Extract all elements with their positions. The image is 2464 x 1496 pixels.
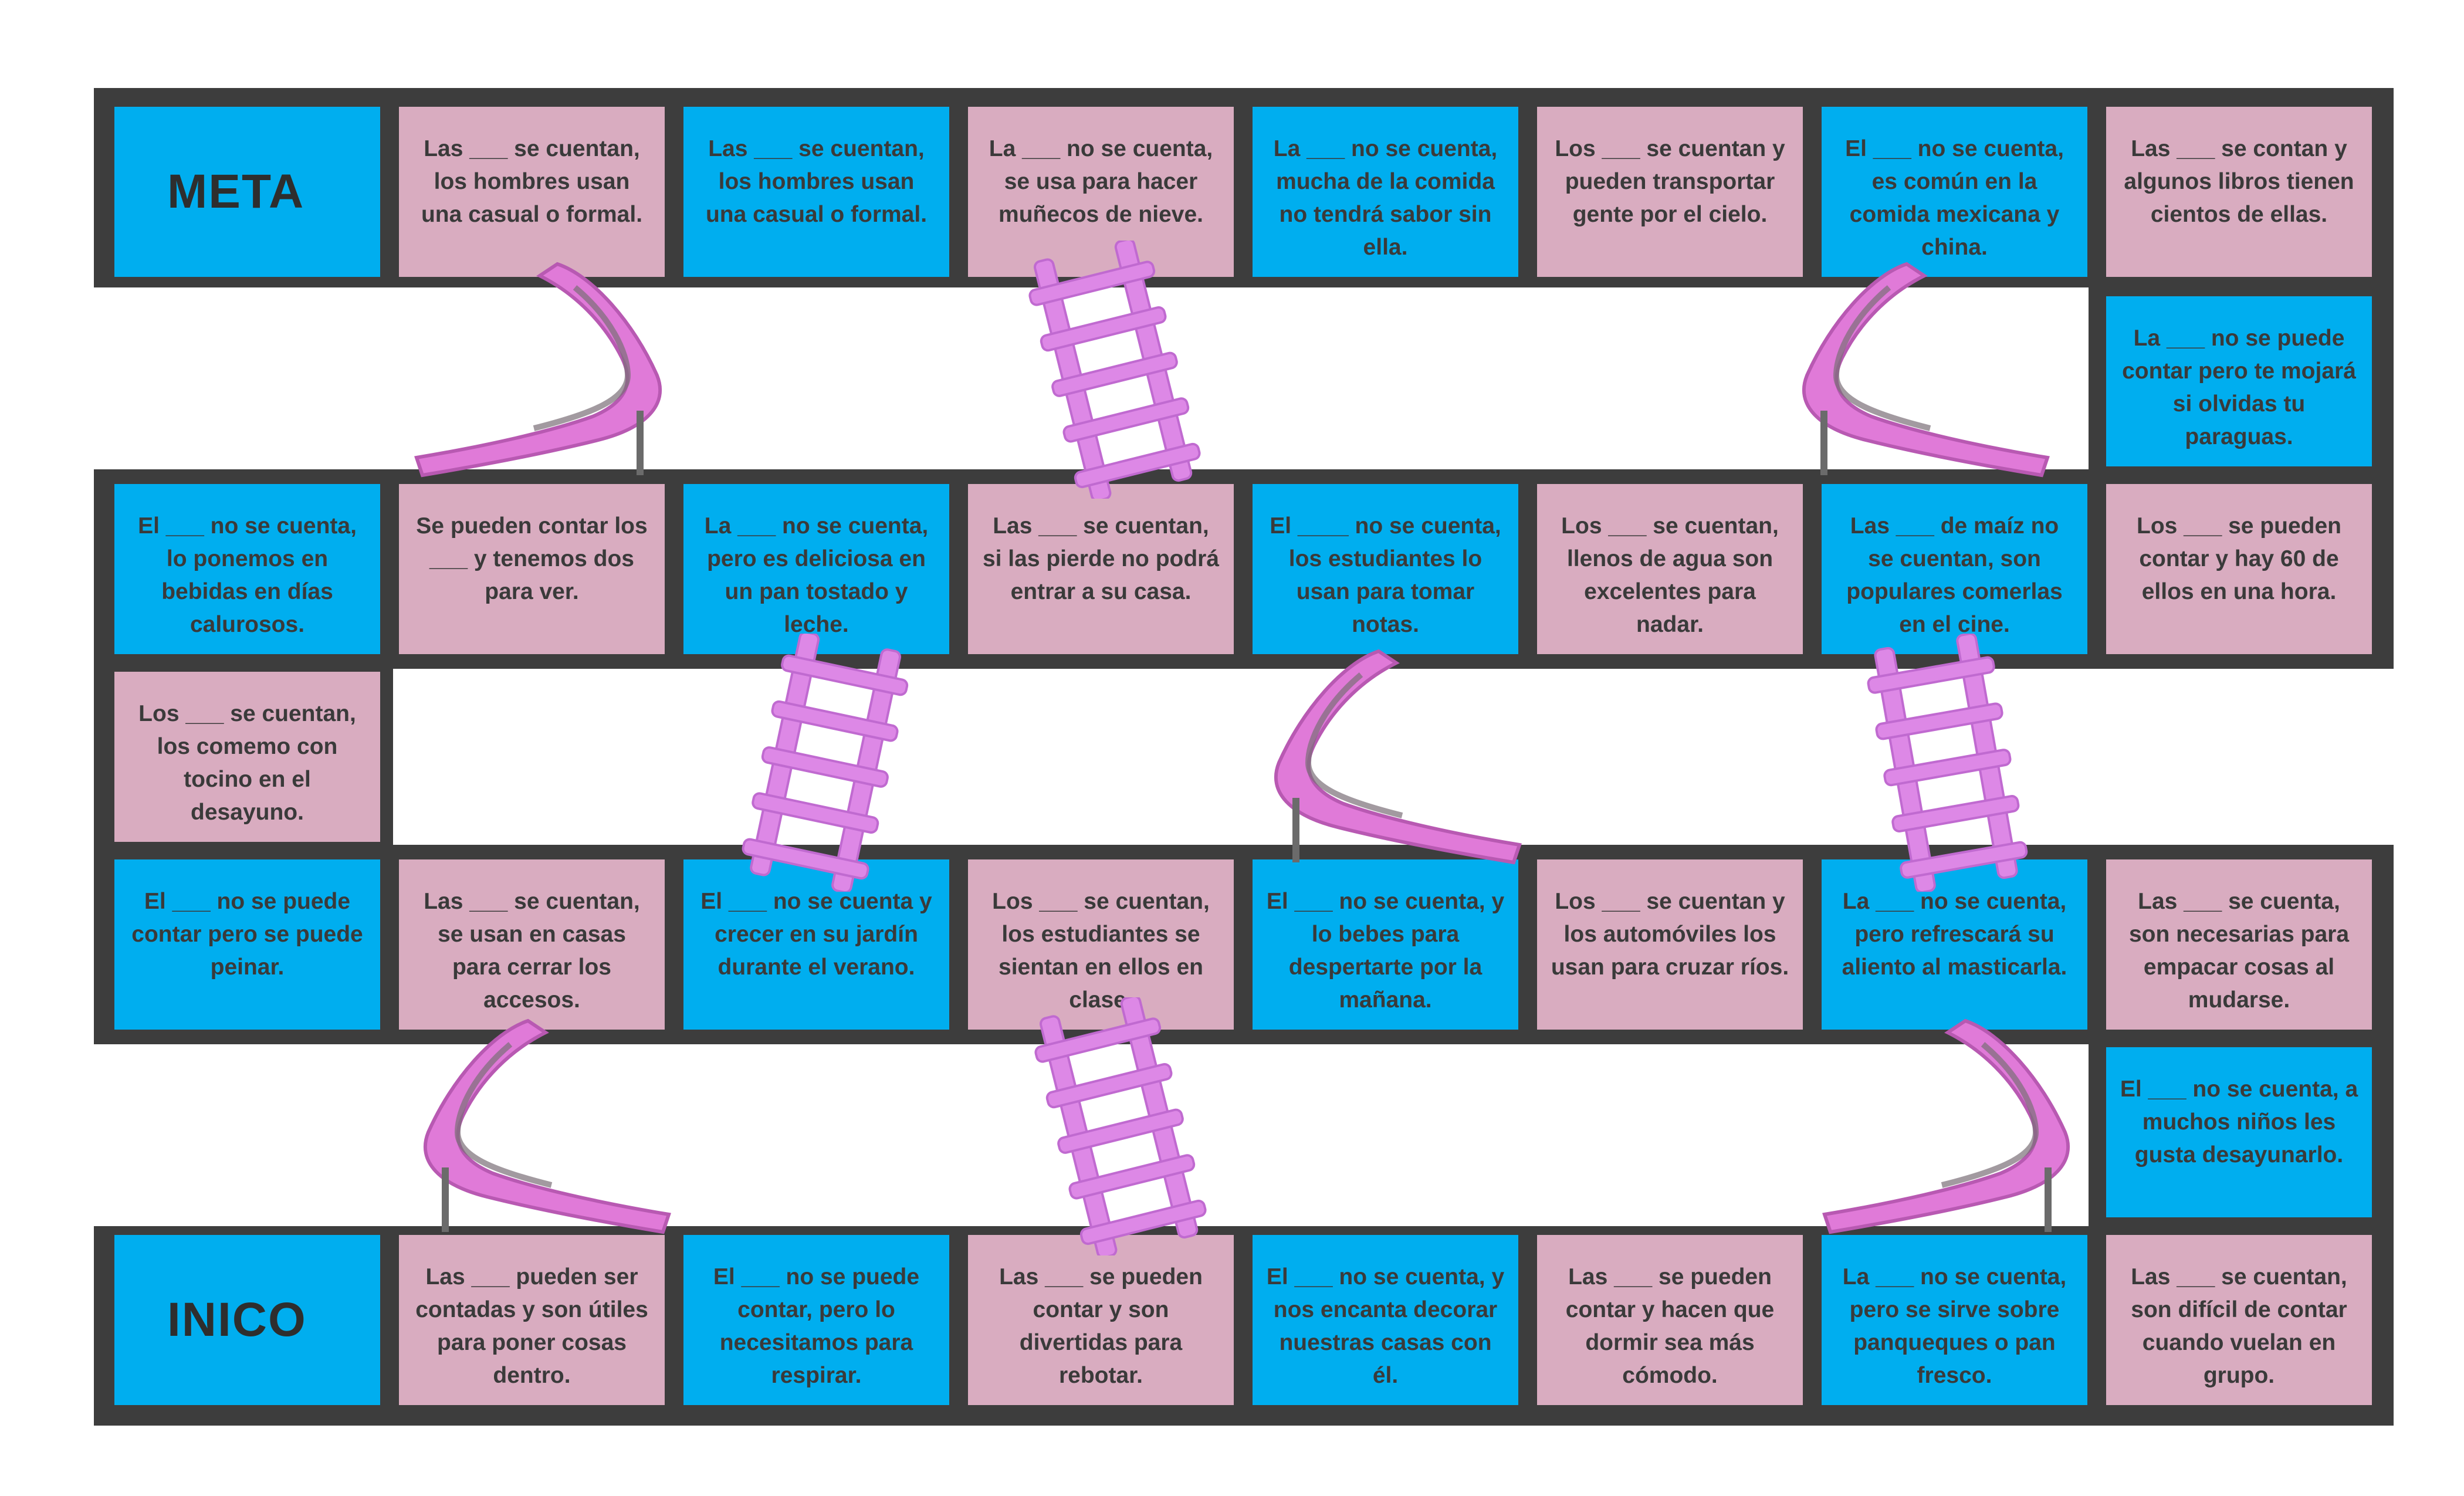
board-square[interactable]: La ___ no se puede contar pero te mojará… [2106,296,2372,466]
board-square[interactable]: Las ___ se cuentan, los hombres usan una… [399,107,665,277]
square-text: Los ___ se cuentan, llenos de agua son e… [1561,513,1779,637]
slide-icon [1822,1018,2070,1234]
square-text: El ___ no se cuenta, a muchos niños les … [2120,1077,2358,1167]
square-text: La ___ no se puede contar pero te mojará… [2122,326,2356,449]
start-square[interactable]: INICO [114,1235,380,1405]
board-square[interactable]: El ___ no se puede contar pero se puede … [114,859,380,1030]
board-square[interactable]: El ___ no se cuenta, y nos encanta decor… [1253,1235,1518,1405]
board-square[interactable]: La ___ no se cuenta, pero se sirve sobre… [1822,1235,2087,1405]
board-square[interactable]: Los ___ se cuentan, los comemo con tocin… [114,672,380,842]
board-square[interactable]: Las ___ se cuenta, son necesarias para e… [2106,859,2372,1030]
square-text: Las ___ se cuentan, los hombres usan una… [705,136,928,227]
square-text: Se pueden contar los ___ y tenemos dos p… [416,513,648,604]
board-square[interactable]: Se pueden contar los ___ y tenemos dos p… [399,484,665,654]
board-square[interactable]: Los ___ se cuentan, llenos de agua son e… [1537,484,1803,654]
board-square[interactable]: El ___ no se cuenta, a muchos niños les … [2106,1047,2372,1217]
square-text: Las ___ se pueden contar y son divertida… [999,1264,1203,1388]
board-square[interactable]: Las ___ se cuentan, los hombres usan una… [683,107,949,277]
board-square[interactable]: El ___ no se cuenta, es común en la comi… [1822,107,2087,277]
square-text: La ___ no se cuenta, pero se sirve sobre… [1842,1264,2067,1388]
square-text: La ___ no se cuenta, pero refrescará su … [1842,889,2067,980]
board-square[interactable]: La ___ no se cuenta, pero refrescará su … [1822,859,2087,1030]
board-square[interactable]: Los ___ se cuentan, los estudiantes se s… [968,859,1234,1030]
square-text: Las ___ de maíz no se cuentan, son popul… [1846,513,2063,637]
square-text: El ___ no se cuenta y crecer en su jardí… [700,889,932,980]
board-square[interactable]: La ___ no se cuenta, se usa para hacer m… [968,107,1234,277]
slide-icon [1802,262,2050,478]
board-square[interactable]: Los ___ se pueden contar y hay 60 de ell… [2106,484,2372,654]
slide-icon [414,262,662,478]
board-square[interactable]: El ____ no se cuenta, los estudiantes lo… [1253,484,1518,654]
square-text: Las ___ se contan y algunos libros tiene… [2124,136,2354,227]
square-text: Los ___ se pueden contar y hay 60 de ell… [2137,513,2341,604]
square-text: El ___ no se cuenta, y nos encanta decor… [1266,1264,1505,1388]
board-square[interactable]: El ___ no se cuenta y crecer en su jardí… [683,859,949,1030]
square-text: El ____ no se cuenta, los estudiantes lo… [1270,513,1501,637]
finish-square[interactable]: META [114,107,380,277]
board-square[interactable]: Las ___ se pueden contar y hacen que dor… [1537,1235,1803,1405]
square-text: El ___ no se puede contar, pero lo neces… [713,1264,920,1388]
board-square[interactable]: Las ___ se contan y algunos libros tiene… [2106,107,2372,277]
square-text: Las ___ pueden ser contadas y son útiles… [415,1264,648,1388]
board-square[interactable]: Las ___ pueden ser contadas y son útiles… [399,1235,665,1405]
board-square[interactable]: Las ___ se pueden contar y son divertida… [968,1235,1234,1405]
square-text: El ___ no se puede contar pero se puede … [131,889,363,980]
square-text: Los ___ se cuentan, los estudiantes se s… [992,889,1210,1013]
board-square[interactable]: La ___ no se cuenta, pero es deliciosa e… [683,484,949,654]
square-text: Las ___ se cuentan, si las pierde no pod… [982,513,1220,604]
board-square[interactable]: Las ___ se cuentan, se usan en casas par… [399,859,665,1030]
square-text: La ___ no se cuenta, pero es deliciosa e… [704,513,929,637]
start-label: INICO [167,1293,307,1346]
square-text: El ___ no se cuenta, y lo bebes para des… [1266,889,1505,1013]
board-square[interactable]: El ___ no se cuenta, y lo bebes para des… [1253,859,1518,1030]
board-square[interactable]: Las ___ se cuentan, si las pierde no pod… [968,484,1234,654]
square-text: Los ___ se cuentan, los comemo con tocin… [138,701,356,825]
board-square[interactable]: El ___ no se puede contar, pero lo neces… [683,1235,949,1405]
square-text: Las ___ se pueden contar y hacen que dor… [1565,1264,1775,1388]
square-text: La ___ no se cuenta, se usa para hacer m… [989,136,1213,227]
square-text: Las ___ se cuenta, son necesarias para e… [2128,889,2350,1013]
board-square[interactable]: Las ___ de maíz no se cuentan, son popul… [1822,484,2087,654]
board-square[interactable]: Los ___ se cuentan y pueden transportar … [1537,107,1803,277]
square-text: Las ___ se cuentan, son difícil de conta… [2131,1264,2347,1388]
board-square[interactable]: El ___ no se cuenta, lo ponemos en bebid… [114,484,380,654]
square-text: Los ___ se cuentan y los automóviles los… [1551,889,1789,980]
square-text: Las ___ se cuentan, los hombres usan una… [421,136,643,227]
board-square[interactable]: La ___ no se cuenta, mucha de la comida … [1253,107,1518,277]
board-square[interactable]: Los ___ se cuentan y los automóviles los… [1537,859,1803,1030]
square-text: El ___ no se cuenta, lo ponemos en bebid… [138,513,357,637]
square-text: Las ___ se cuentan, se usan en casas par… [424,889,640,1013]
finish-label: META [167,165,305,218]
board-square[interactable]: Las ___ se cuentan, son difícil de conta… [2106,1235,2372,1405]
slide-icon [424,1018,671,1234]
square-text: La ___ no se cuenta, mucha de la comida … [1273,136,1498,260]
square-text: El ___ no se cuenta, es común en la comi… [1845,136,2064,260]
square-text: Los ___ se cuentan y pueden transportar … [1555,136,1785,227]
